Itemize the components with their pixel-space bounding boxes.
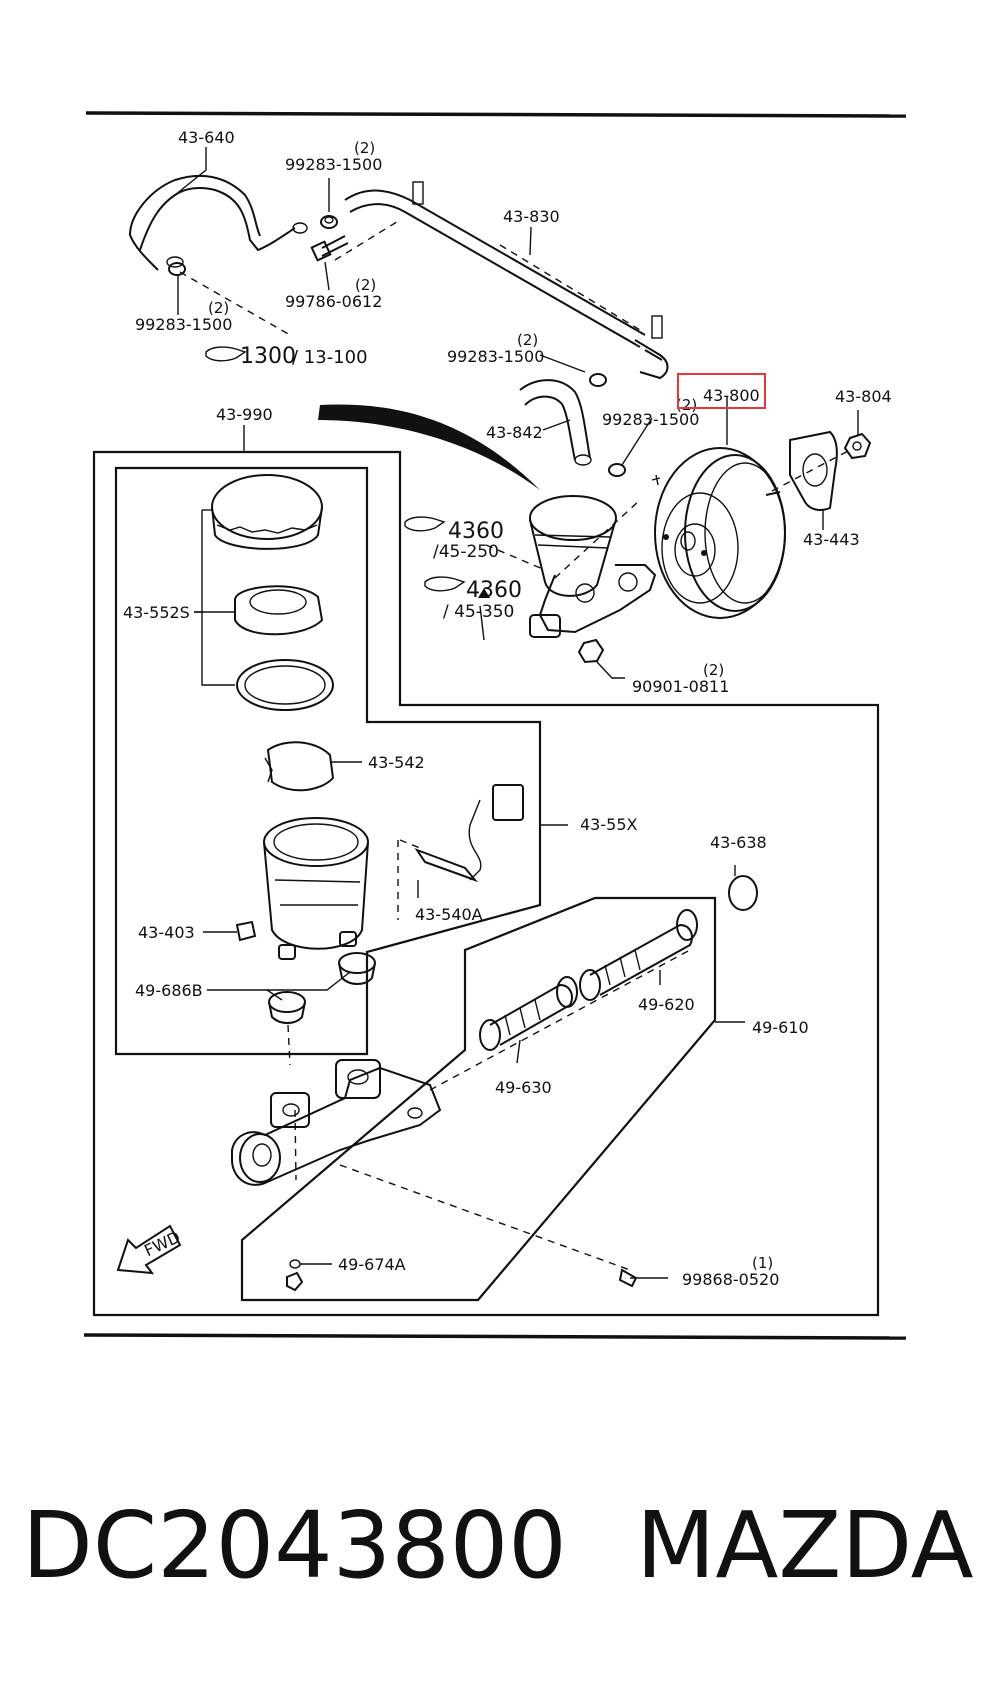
label-43-800: 43-800 bbox=[703, 386, 760, 405]
label-43-830: 43-830 bbox=[503, 207, 560, 226]
leader-lines bbox=[174, 147, 859, 1279]
ref-4360-a-sub: /45-250 bbox=[433, 542, 499, 562]
label-43-640: 43-640 bbox=[178, 128, 235, 147]
label-99283-1500-lower: 99283-1500 bbox=[602, 410, 699, 429]
vacuum-pipe-43-830 bbox=[344, 181, 669, 380]
label-43-990: 43-990 bbox=[216, 405, 273, 424]
bolt-99786-0612 bbox=[310, 235, 349, 262]
part-number: DC2043800 bbox=[22, 1492, 567, 1599]
label-43-804: 43-804 bbox=[835, 387, 892, 406]
ref-1300: 1300 bbox=[240, 344, 296, 369]
label-99283-1500-left: 99283-1500 bbox=[135, 315, 232, 334]
top-rule bbox=[85, 111, 907, 118]
qty-99786-0612: (2) bbox=[355, 276, 376, 294]
reservoir-tank bbox=[263, 817, 369, 960]
hand-pointer-icon bbox=[404, 516, 446, 532]
screw-99868-0520 bbox=[618, 1268, 638, 1288]
footer: DC2043800 MAZDA bbox=[0, 1500, 991, 1650]
brand-name: MAZDA bbox=[636, 1492, 974, 1599]
clamp-99283-1500-lower bbox=[608, 463, 626, 477]
label-99786-0612: 99786-0612 bbox=[285, 292, 382, 311]
label-43-540a: 43-540A bbox=[415, 905, 483, 924]
qty-99868-0520: (1) bbox=[752, 1254, 773, 1272]
snap-ring-49-638 bbox=[728, 875, 758, 911]
clamp-99283-1500-top bbox=[320, 215, 338, 229]
reservoir-cap-43-552s bbox=[211, 474, 334, 711]
label-43-403: 43-403 bbox=[138, 923, 195, 942]
qty-99283-1500-middle: (2) bbox=[517, 331, 538, 349]
nut-90901-0811 bbox=[577, 638, 605, 664]
hand-pointer-icon bbox=[424, 576, 466, 592]
label-49-674a: 49-674A bbox=[338, 1255, 406, 1274]
gasket-43-443 bbox=[789, 430, 838, 511]
label-49-630: 49-630 bbox=[495, 1078, 552, 1097]
filter-43-542 bbox=[264, 741, 335, 792]
sensor-43-540a bbox=[397, 784, 524, 920]
master-cylinder-body bbox=[231, 1059, 442, 1186]
label-49-610: 49-610 bbox=[752, 1018, 809, 1037]
label-43-842: 43-842 bbox=[486, 423, 543, 442]
label-99283-1500-middle: 99283-1500 bbox=[447, 347, 544, 366]
label-43-542: 43-542 bbox=[368, 753, 425, 772]
label-99868-0520: 99868-0520 bbox=[682, 1270, 779, 1289]
frame-43-990 bbox=[92, 450, 880, 1317]
nut-43-804 bbox=[843, 432, 872, 460]
clamp-99283-1500-middle bbox=[589, 373, 607, 387]
assembly-arrow bbox=[318, 404, 540, 490]
frame-43-55x bbox=[114, 466, 542, 1056]
ref-4360-b-sub: / 45-350 bbox=[443, 602, 514, 622]
label-43-638: 43-638 bbox=[710, 833, 767, 852]
gasket-43-403 bbox=[235, 920, 257, 942]
frame-49-610 bbox=[240, 896, 717, 1302]
qty-99283-1500-top: (2) bbox=[354, 139, 375, 157]
label-43-55x: 43-55X bbox=[580, 815, 637, 834]
label-99283-1500-top: 99283-1500 bbox=[285, 155, 382, 174]
grommet-49-686b bbox=[268, 952, 376, 1024]
label-49-686b: 49-686B bbox=[135, 981, 203, 1000]
label-43-552s: 43-552S bbox=[123, 603, 190, 622]
qty-90901-0811: (2) bbox=[703, 661, 724, 679]
label-49-620: 49-620 bbox=[638, 995, 695, 1014]
vacuum-hose-43-842 bbox=[519, 379, 592, 466]
vacuum-hose-43-640 bbox=[128, 174, 308, 271]
brake-booster-43-800 bbox=[651, 447, 786, 619]
bolt-49-674a bbox=[286, 1259, 304, 1292]
ref-4360-b: 4360 bbox=[466, 578, 522, 603]
qty-99283-1500-lower: (2) bbox=[676, 396, 697, 414]
clamp-99283-1500-left bbox=[168, 262, 186, 276]
ref-4360-a: 4360 bbox=[448, 519, 504, 544]
primary-piston-49-620 bbox=[579, 909, 698, 1001]
fwd-arrow-icon: FWD bbox=[116, 1224, 183, 1275]
bottom-rule bbox=[83, 1333, 907, 1340]
ref-1300-sub: / 13-100 bbox=[292, 347, 368, 368]
qty-99283-1500-left: (2) bbox=[208, 299, 229, 317]
hand-pointer-icon bbox=[205, 346, 247, 362]
label-43-443: 43-443 bbox=[803, 530, 860, 549]
secondary-piston-49-630 bbox=[479, 976, 578, 1051]
label-90901-0811: 90901-0811 bbox=[632, 677, 729, 696]
master-cylinder-assembly bbox=[529, 495, 657, 638]
highlight-box-43-800 bbox=[677, 373, 766, 409]
